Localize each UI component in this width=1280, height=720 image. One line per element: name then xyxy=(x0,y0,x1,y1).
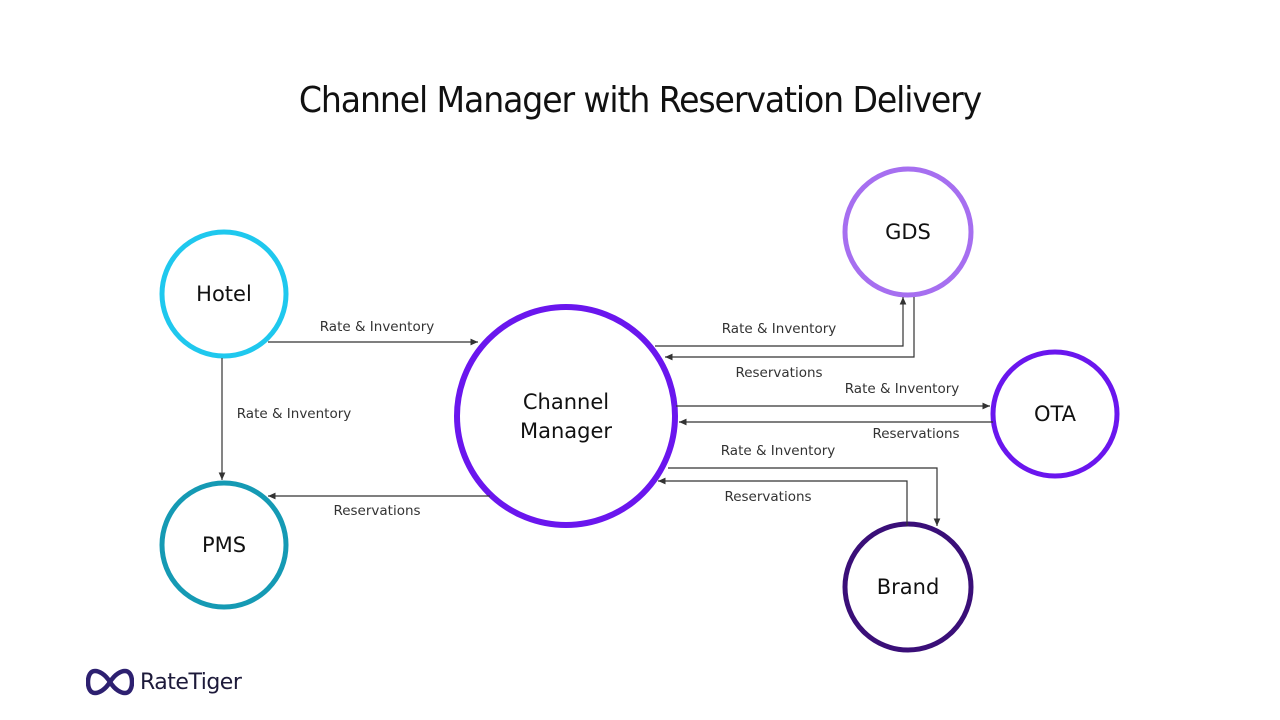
pms-node xyxy=(159,480,289,610)
channel-manager-node xyxy=(454,304,678,528)
edge-gds-to-cm xyxy=(665,297,915,361)
edge-label-cm-to-ota: Rate & Inventory xyxy=(845,381,960,397)
infinity-logo-icon xyxy=(86,668,134,696)
edge-label-cm-to-brand: Rate & Inventory xyxy=(721,443,836,459)
page-title: Channel Manager with Reservation Deliver… xyxy=(298,80,982,121)
hotel-node xyxy=(159,229,289,359)
hotel-label: Hotel xyxy=(196,282,252,306)
logo-text: RateTiger xyxy=(140,669,242,695)
ota-node xyxy=(990,349,1120,479)
gds-label: GDS xyxy=(885,220,931,244)
ota-label: OTA xyxy=(1034,402,1077,426)
edge-cm-to-gds xyxy=(655,297,907,347)
brand-label: Brand xyxy=(877,575,940,599)
edge-label-brand-to-cm: Reservations xyxy=(724,489,811,505)
edge-label-ota-to-cm: Reservations xyxy=(872,426,959,442)
edge-label-hotel-to-pms: Rate & Inventory xyxy=(237,406,352,422)
edge-brand-to-cm xyxy=(658,477,908,526)
gds-node xyxy=(842,166,974,298)
edge-cm-to-brand xyxy=(668,467,941,526)
edge-label-hotel-to-cm: Rate & Inventory xyxy=(320,319,435,335)
edge-label-cm-to-pms: Reservations xyxy=(333,503,420,519)
brand-node xyxy=(842,521,974,653)
pms-label: PMS xyxy=(202,533,246,557)
ratetiger-logo: RateTiger xyxy=(86,664,242,700)
channel-manager-label-line2: Manager xyxy=(520,419,612,443)
edge-label-cm-to-gds: Rate & Inventory xyxy=(722,321,837,337)
edge-label-gds-to-cm: Reservations xyxy=(735,365,822,381)
channel-manager-label-line1: Channel xyxy=(523,390,609,414)
